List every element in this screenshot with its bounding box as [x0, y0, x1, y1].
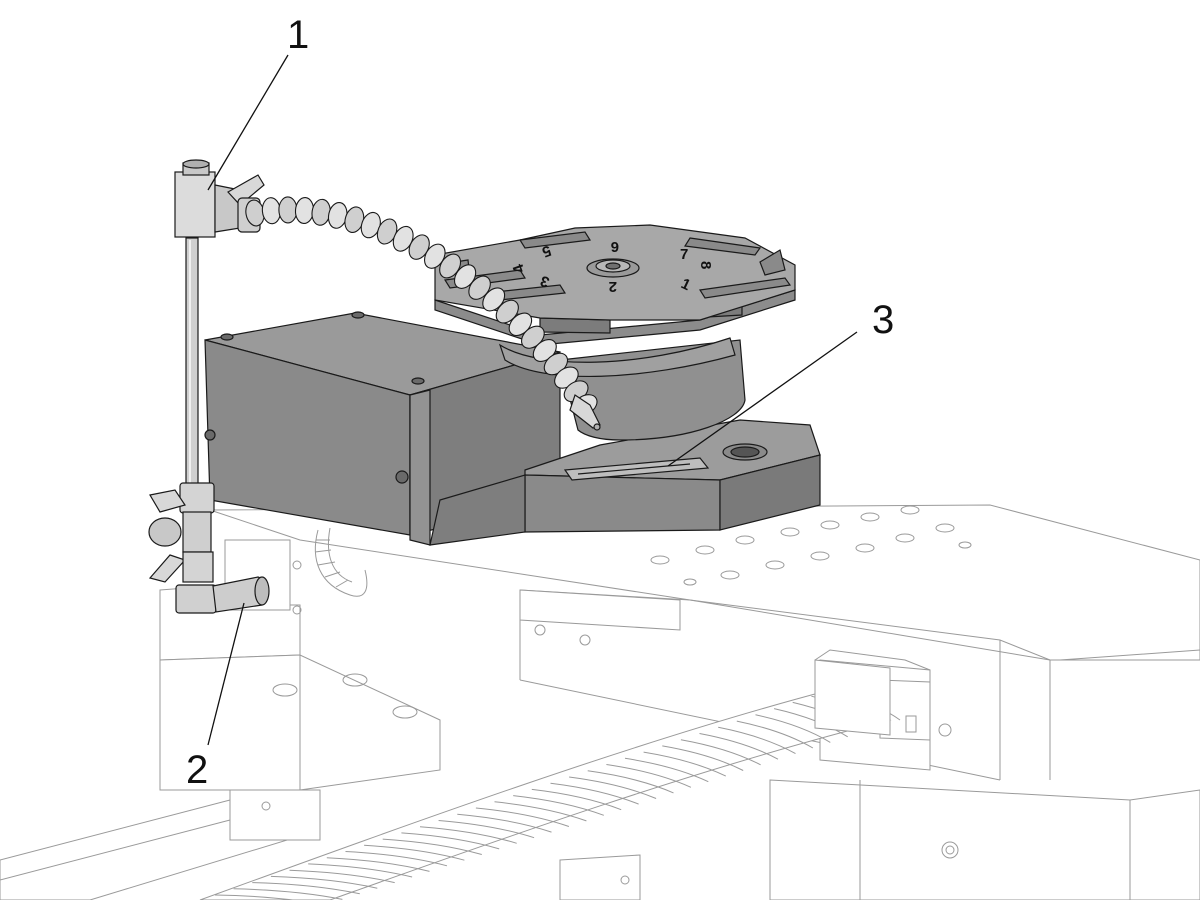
- bellows-ring: [475, 807, 570, 827]
- bellows-ring: [382, 838, 482, 855]
- bellows-ring: [270, 875, 378, 889]
- bellows-ring: [326, 857, 430, 872]
- callout-3: 3: [667, 298, 894, 467]
- bellows-ring: [438, 820, 535, 839]
- callout-2: 2: [186, 602, 245, 792]
- bellows-ring: [699, 733, 779, 760]
- bellows-ring: [736, 720, 814, 749]
- hose-segment: [278, 196, 298, 224]
- coolant-stand: [148, 159, 270, 614]
- platter-number-7: 7: [680, 246, 688, 263]
- conduit-rings: [314, 539, 349, 588]
- hose-segment: [294, 196, 315, 225]
- lower-wing-nut: [149, 489, 186, 513]
- bellows-ring: [755, 714, 831, 743]
- bellows-ring: [401, 832, 500, 850]
- bellows-ring: [569, 776, 657, 799]
- callout-2-leader: [207, 602, 245, 746]
- top-clamp-block: [174, 171, 216, 238]
- callout-1: 1: [207, 13, 309, 191]
- callout-1-number: 1: [287, 13, 309, 57]
- bellows-ring: [513, 795, 604, 816]
- rotary-table: 1 2 3 4 5 6 7 8: [204, 224, 821, 546]
- callout-3-number: 3: [872, 298, 894, 342]
- bellows-ring: [457, 813, 552, 833]
- bellows-ring: [345, 851, 448, 867]
- bellows-ring: [662, 745, 744, 771]
- coolant-nozzle-tip: [569, 394, 601, 431]
- bellows-ring: [550, 782, 639, 805]
- platter-number-6: 6: [611, 238, 619, 255]
- flexible-coolant-hose[interactable]: [244, 196, 601, 420]
- bellows-ring: [643, 751, 727, 777]
- t-slots: [443, 231, 792, 301]
- bellows-ring: [531, 788, 622, 811]
- bellows-ring: [289, 869, 395, 884]
- bellows-ring: [680, 739, 761, 766]
- bellows-ring: [364, 844, 465, 861]
- bellows-ring: [494, 801, 587, 822]
- bellows-ring: [606, 764, 692, 788]
- bellows-ring: [624, 757, 709, 783]
- bellows-ring: [419, 826, 517, 844]
- elbow-fitting: [175, 584, 217, 614]
- bellows-ring: [252, 882, 360, 895]
- platter-number-8: 8: [697, 261, 714, 269]
- callout-1-leader: [207, 54, 289, 191]
- bellows-ring: [214, 894, 297, 900]
- ball-screw-bellows: [199, 649, 931, 900]
- platter-number-2: 2: [609, 278, 617, 295]
- callout-3-leader: [667, 331, 858, 467]
- table-holes: [650, 505, 972, 586]
- bellows-ring: [587, 770, 674, 794]
- bellows-ring: [308, 863, 413, 878]
- bellows-ring: [233, 888, 343, 900]
- callout-2-number: 2: [186, 748, 208, 792]
- bellows-ring: [718, 726, 796, 755]
